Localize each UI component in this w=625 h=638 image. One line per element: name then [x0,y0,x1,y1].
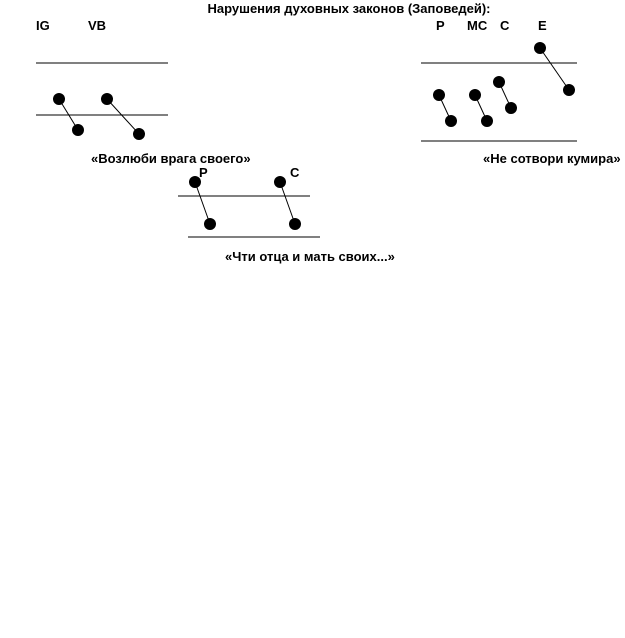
child-c-connector-line [279,181,296,225]
c-upper-node [493,76,505,88]
label-p: P [436,18,445,33]
panel-love-enemy [36,62,168,140]
child-c-upper-node [274,176,286,188]
e-connector-line [539,47,570,91]
mc-upper-node [469,89,481,101]
parent-p-upper-node [189,176,201,188]
vb-upper-node [101,93,113,105]
ig-upper-node [53,93,65,105]
p-lower-node [445,115,457,127]
ig-lower-node [72,124,84,136]
panel-honor-parents [178,176,320,238]
child-c-lower-node [289,218,301,230]
label-c: C [500,18,510,33]
e-lower-node [563,84,575,96]
label-parent-p: P [199,165,208,180]
caption-love-enemy: «Возлюби врага своего» [91,151,251,166]
label-vb: VB [88,18,107,33]
ig-connector-line [58,98,79,131]
label-mc: MC [467,18,488,33]
label-ig: IG [36,18,50,33]
vb-lower-node [133,128,145,140]
caption-honor-parents: «Чти отца и мать своих...» [225,249,395,264]
caption-no-idols: «Не сотвори кумира» [483,151,621,166]
label-child-c: C [290,165,300,180]
vb-connector-line [106,98,140,135]
parent-p-connector-line [194,181,211,225]
panel-no-idols [421,42,577,142]
label-e: E [538,18,547,33]
mc-lower-node [481,115,493,127]
p-upper-node [433,89,445,101]
page-title: Нарушения духовных законов (Заповедей): [207,1,491,16]
e-upper-node [534,42,546,54]
parent-p-lower-node [204,218,216,230]
c-lower-node [505,102,517,114]
